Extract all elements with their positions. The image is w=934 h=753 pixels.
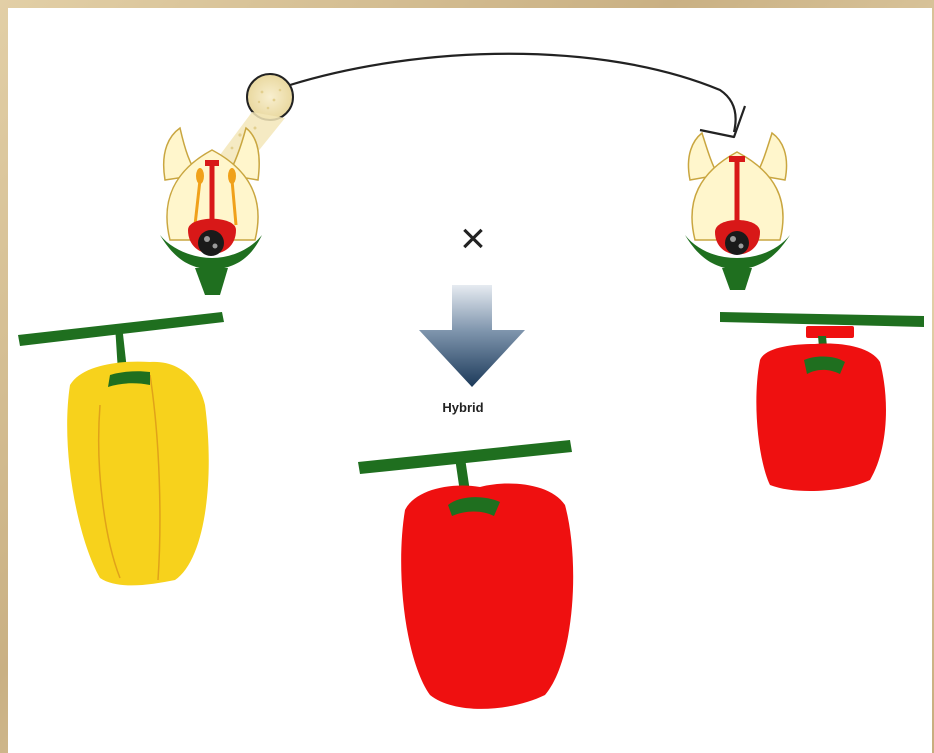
hybrid-pepper-icon <box>358 440 574 709</box>
cross-symbol: × <box>460 214 486 263</box>
yellow-pepper-icon <box>18 312 224 586</box>
left-flower-icon <box>160 126 262 295</box>
curved-arrow-icon <box>289 52 747 139</box>
red-pepper-parent-icon <box>720 312 924 492</box>
hybrid-label: Hybrid <box>442 400 484 415</box>
right-flower-icon <box>685 131 790 290</box>
down-arrow-icon <box>419 285 525 387</box>
